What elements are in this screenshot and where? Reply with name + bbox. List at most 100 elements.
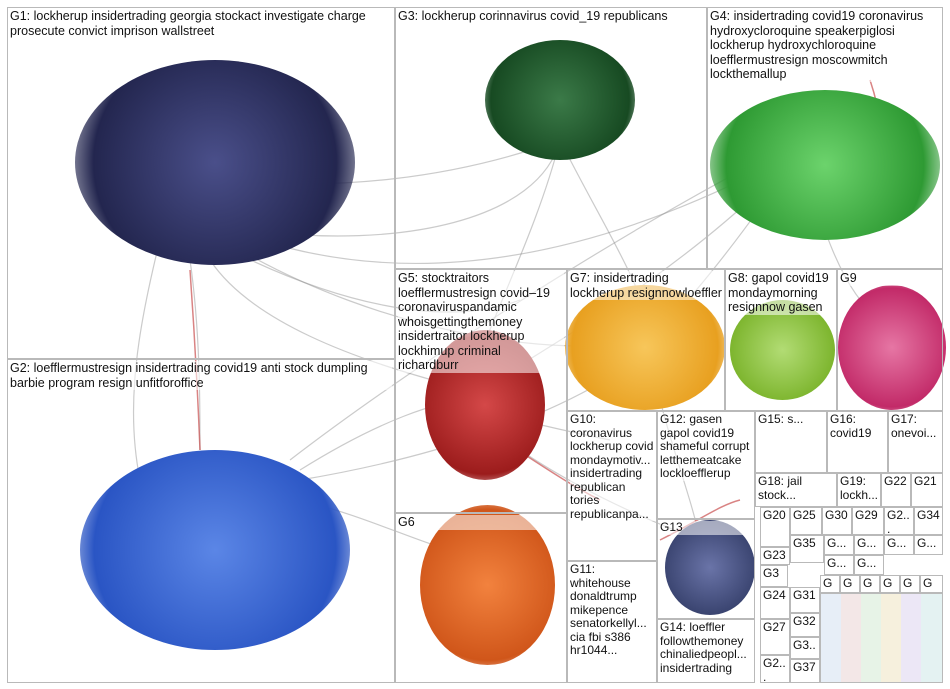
group-label-g23: G23 <box>763 548 787 563</box>
group-label-g33: G3... <box>793 638 817 658</box>
cluster-g9 <box>838 285 946 410</box>
group-box-g18[interactable]: G18: jail stock... <box>755 473 837 507</box>
group-box-g35[interactable]: G35 <box>790 535 824 563</box>
group-label-g15: G15: s... <box>758 412 824 427</box>
group-box-g33[interactable]: G3... <box>790 637 820 659</box>
group-label-g16: G16: covid19 <box>830 412 885 440</box>
group-box-g17[interactable]: G17: onevoi... <box>888 411 943 473</box>
group-box-g26[interactable]: G2... <box>884 507 914 535</box>
group-box-g21[interactable]: G21 <box>911 473 943 507</box>
group-label-g22: G22 <box>884 474 908 489</box>
mini-groups-fill <box>820 593 943 683</box>
group-box-g29[interactable]: G29 <box>852 507 884 535</box>
group-label-g1: G1: lockherup insidertrading georgia sto… <box>10 9 392 38</box>
group-box-g36[interactable]: G3 <box>760 565 788 587</box>
mini-group-label: G... <box>917 536 940 551</box>
mini-group-label: G <box>923 576 940 591</box>
group-box-g34[interactable]: G34 <box>914 507 943 535</box>
mini-group-10[interactable]: G <box>880 575 900 593</box>
mini-group-label: G <box>903 576 917 591</box>
group-label-g7: G7: insidertrading lockherup resignnowlo… <box>570 271 722 300</box>
group-box-g32[interactable]: G32 <box>790 613 820 637</box>
group-box-g6[interactable]: G6 <box>395 513 567 683</box>
group-box-g3[interactable]: G3: lockherup corinnavirus covid_19 repu… <box>395 7 707 269</box>
mini-group-label: G <box>883 576 897 591</box>
group-label-g19: G19: lockh... <box>840 474 879 502</box>
group-label-g32: G32 <box>793 614 817 629</box>
group-box-g20[interactable]: G20 <box>760 507 790 547</box>
group-box-g12[interactable]: G12: gasen gapol covid19 shameful corrup… <box>657 411 755 519</box>
group-label-g17: G17: onevoi... <box>891 412 940 440</box>
mini-group-4[interactable]: G... <box>914 535 943 555</box>
group-label-g2: G2: loefflermustresign insidertrading co… <box>10 361 392 390</box>
cluster-g3 <box>485 40 635 160</box>
group-box-g30[interactable]: G30 <box>822 507 852 535</box>
group-label-g36: G3 <box>763 566 785 581</box>
mini-group-12[interactable]: G <box>920 575 943 593</box>
mini-group-label: G... <box>827 536 851 551</box>
group-box-g8[interactable]: G8: gapol covid19 mondaymorning resignno… <box>725 269 837 411</box>
mini-group-label: G... <box>857 536 881 551</box>
group-box-g7[interactable]: G7: insidertrading lockherup resignnowlo… <box>567 269 725 411</box>
group-box-g4[interactable]: G4: insidertrading covid19 coronavirus h… <box>707 7 943 269</box>
group-label-g9: G9 <box>840 271 940 286</box>
group-box-g15[interactable]: G15: s... <box>755 411 827 473</box>
group-box-g25[interactable]: G25 <box>790 507 822 535</box>
mini-group-8[interactable]: G <box>840 575 860 593</box>
group-label-g14: G14: loeffler followthemoney chinaliedpe… <box>660 620 752 675</box>
group-box-g27[interactable]: G27 <box>760 619 790 655</box>
group-box-g1[interactable]: G1: lockherup insidertrading georgia sto… <box>7 7 395 359</box>
group-label-g4: G4: insidertrading covid19 coronavirus h… <box>710 9 940 82</box>
mini-group-6[interactable]: G... <box>854 555 884 575</box>
cluster-g1 <box>75 60 355 265</box>
mini-group-label: G... <box>887 536 911 551</box>
group-label-g24: G24 <box>763 588 787 603</box>
group-box-g22[interactable]: G22 <box>881 473 911 507</box>
group-box-g23[interactable]: G23 <box>760 547 790 565</box>
group-box-g9[interactable]: G9 <box>837 269 943 411</box>
mini-group-label: G... <box>827 556 851 571</box>
group-label-g3: G3: lockherup corinnavirus covid_19 repu… <box>398 9 704 24</box>
group-label-g12: G12: gasen gapol covid19 shameful corrup… <box>660 412 752 481</box>
group-box-g28[interactable]: G2... <box>760 655 790 683</box>
group-label-g26: G2... <box>887 508 911 535</box>
group-label-g27: G27 <box>763 620 787 635</box>
group-box-g24[interactable]: G24 <box>760 587 790 619</box>
group-box-g13[interactable]: G13 <box>657 519 755 619</box>
mini-group-7[interactable]: G <box>820 575 840 593</box>
group-label-g34: G34 <box>917 508 940 523</box>
mini-group-label: G <box>823 576 837 591</box>
group-label-g6: G6 <box>398 515 564 530</box>
group-label-g10: G10: coronavirus lockherup covid mondaym… <box>570 412 654 521</box>
group-label-g11: G11: whitehouse donaldtrump mikepence se… <box>570 562 654 658</box>
cluster-g13 <box>665 520 755 615</box>
group-label-g31: G31 <box>793 588 817 603</box>
mini-group-9[interactable]: G <box>860 575 880 593</box>
group-box-g31[interactable]: G31 <box>790 587 820 613</box>
group-label-g21: G21 <box>914 474 940 489</box>
group-label-g30: G30 <box>825 508 849 523</box>
group-box-g14[interactable]: G14: loeffler followthemoney chinaliedpe… <box>657 619 755 683</box>
group-box-g11[interactable]: G11: whitehouse donaldtrump mikepence se… <box>567 561 657 683</box>
mini-group-label: G <box>843 576 857 591</box>
group-box-g19[interactable]: G19: lockh... <box>837 473 881 507</box>
mini-group-label: G... <box>857 556 881 571</box>
group-box-g16[interactable]: G16: covid19 <box>827 411 888 473</box>
group-box-g2[interactable]: G2: loefflermustresign insidertrading co… <box>7 359 395 683</box>
edge-bundle <box>209 259 471 391</box>
mini-group-2[interactable]: G... <box>854 535 884 555</box>
cluster-g2 <box>80 450 350 650</box>
group-label-g20: G20 <box>763 508 787 523</box>
mini-group-1[interactable]: G... <box>824 535 854 555</box>
group-box-g37[interactable]: G37 <box>790 659 820 683</box>
group-label-g25: G25 <box>793 508 819 523</box>
group-box-g10[interactable]: G10: coronavirus lockherup covid mondaym… <box>567 411 657 561</box>
mini-group-11[interactable]: G <box>900 575 920 593</box>
cluster-g7 <box>565 285 725 410</box>
group-box-g5[interactable]: G5: stocktraitors loefflermustresign cov… <box>395 269 567 513</box>
mini-group-label: G <box>863 576 877 591</box>
mini-group-3[interactable]: G... <box>884 535 914 555</box>
mini-group-5[interactable]: G... <box>824 555 854 575</box>
cluster-g6 <box>420 505 555 665</box>
